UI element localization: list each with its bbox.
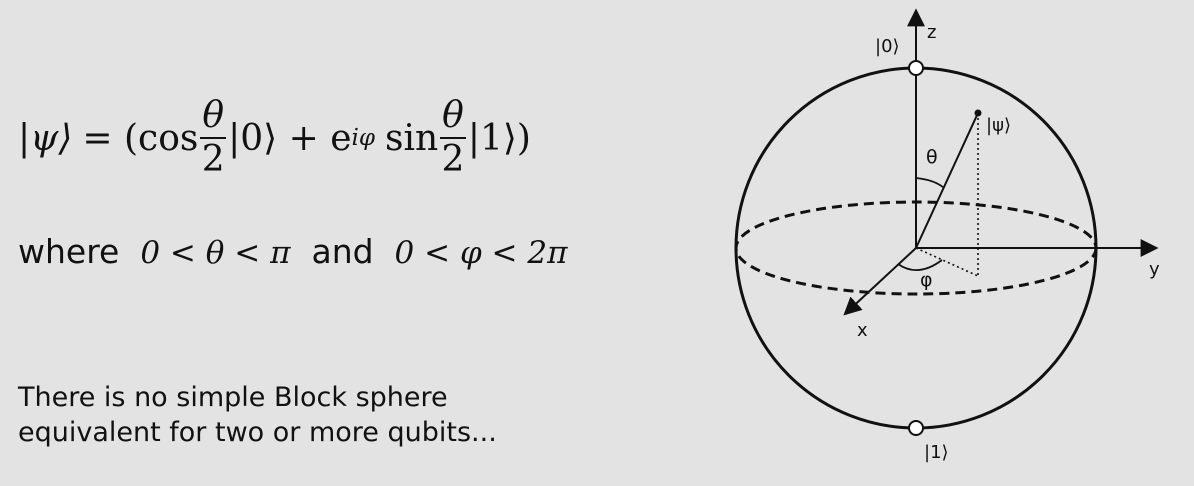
- fraction-bar: [200, 137, 227, 139]
- x-label: x: [857, 320, 868, 341]
- psi-label: |ψ⟩: [986, 115, 1011, 136]
- note-line-1: There is no simple Block sphere: [18, 382, 448, 413]
- fraction-bar: [440, 137, 466, 139]
- theta-arc: [915, 177, 945, 189]
- ket0-plus-e: |0⟩ + e: [228, 117, 352, 159]
- psi-ket: |ψ⟩: [18, 117, 73, 159]
- x-axis: [843, 247, 917, 316]
- ket1-label: |1⟩: [924, 442, 949, 463]
- phi-label: φ: [920, 269, 933, 291]
- where-word: where: [18, 232, 120, 271]
- theta-half-fraction-2: θ 2: [440, 98, 466, 178]
- psi-projection-equatorial: [915, 247, 979, 277]
- ket0-point: [908, 60, 924, 76]
- fraction-numerator: θ: [442, 95, 464, 136]
- qubit-note: There is no simple Block sphere equivale…: [18, 380, 578, 450]
- and-word: and: [311, 232, 374, 271]
- fraction-numerator: θ: [202, 95, 225, 136]
- ket0-label: |0⟩: [875, 36, 900, 57]
- theta-range: 0 < θ < π: [140, 235, 291, 271]
- note-line-2: equivalent for two or more qubits...: [18, 417, 497, 449]
- theta-half-fraction-1: θ 2: [200, 95, 227, 180]
- phi-arc: [897, 259, 943, 271]
- sin-text: sin: [384, 117, 439, 159]
- ket1-close: |1⟩): [467, 117, 531, 159]
- y-label: y: [1149, 259, 1160, 280]
- fraction-denominator: 2: [441, 139, 465, 180]
- psi-vector: [915, 112, 979, 249]
- theta-label: θ: [926, 146, 938, 168]
- z-label: z: [927, 22, 936, 43]
- angle-conditions: where 0 < θ < π and 0 < φ < 2π: [18, 232, 567, 271]
- equals-cos: = (cos: [82, 117, 199, 159]
- ket1-point: [908, 420, 924, 436]
- phi-range: 0 < φ < 2π: [394, 235, 568, 271]
- fraction-denominator: 2: [201, 139, 225, 180]
